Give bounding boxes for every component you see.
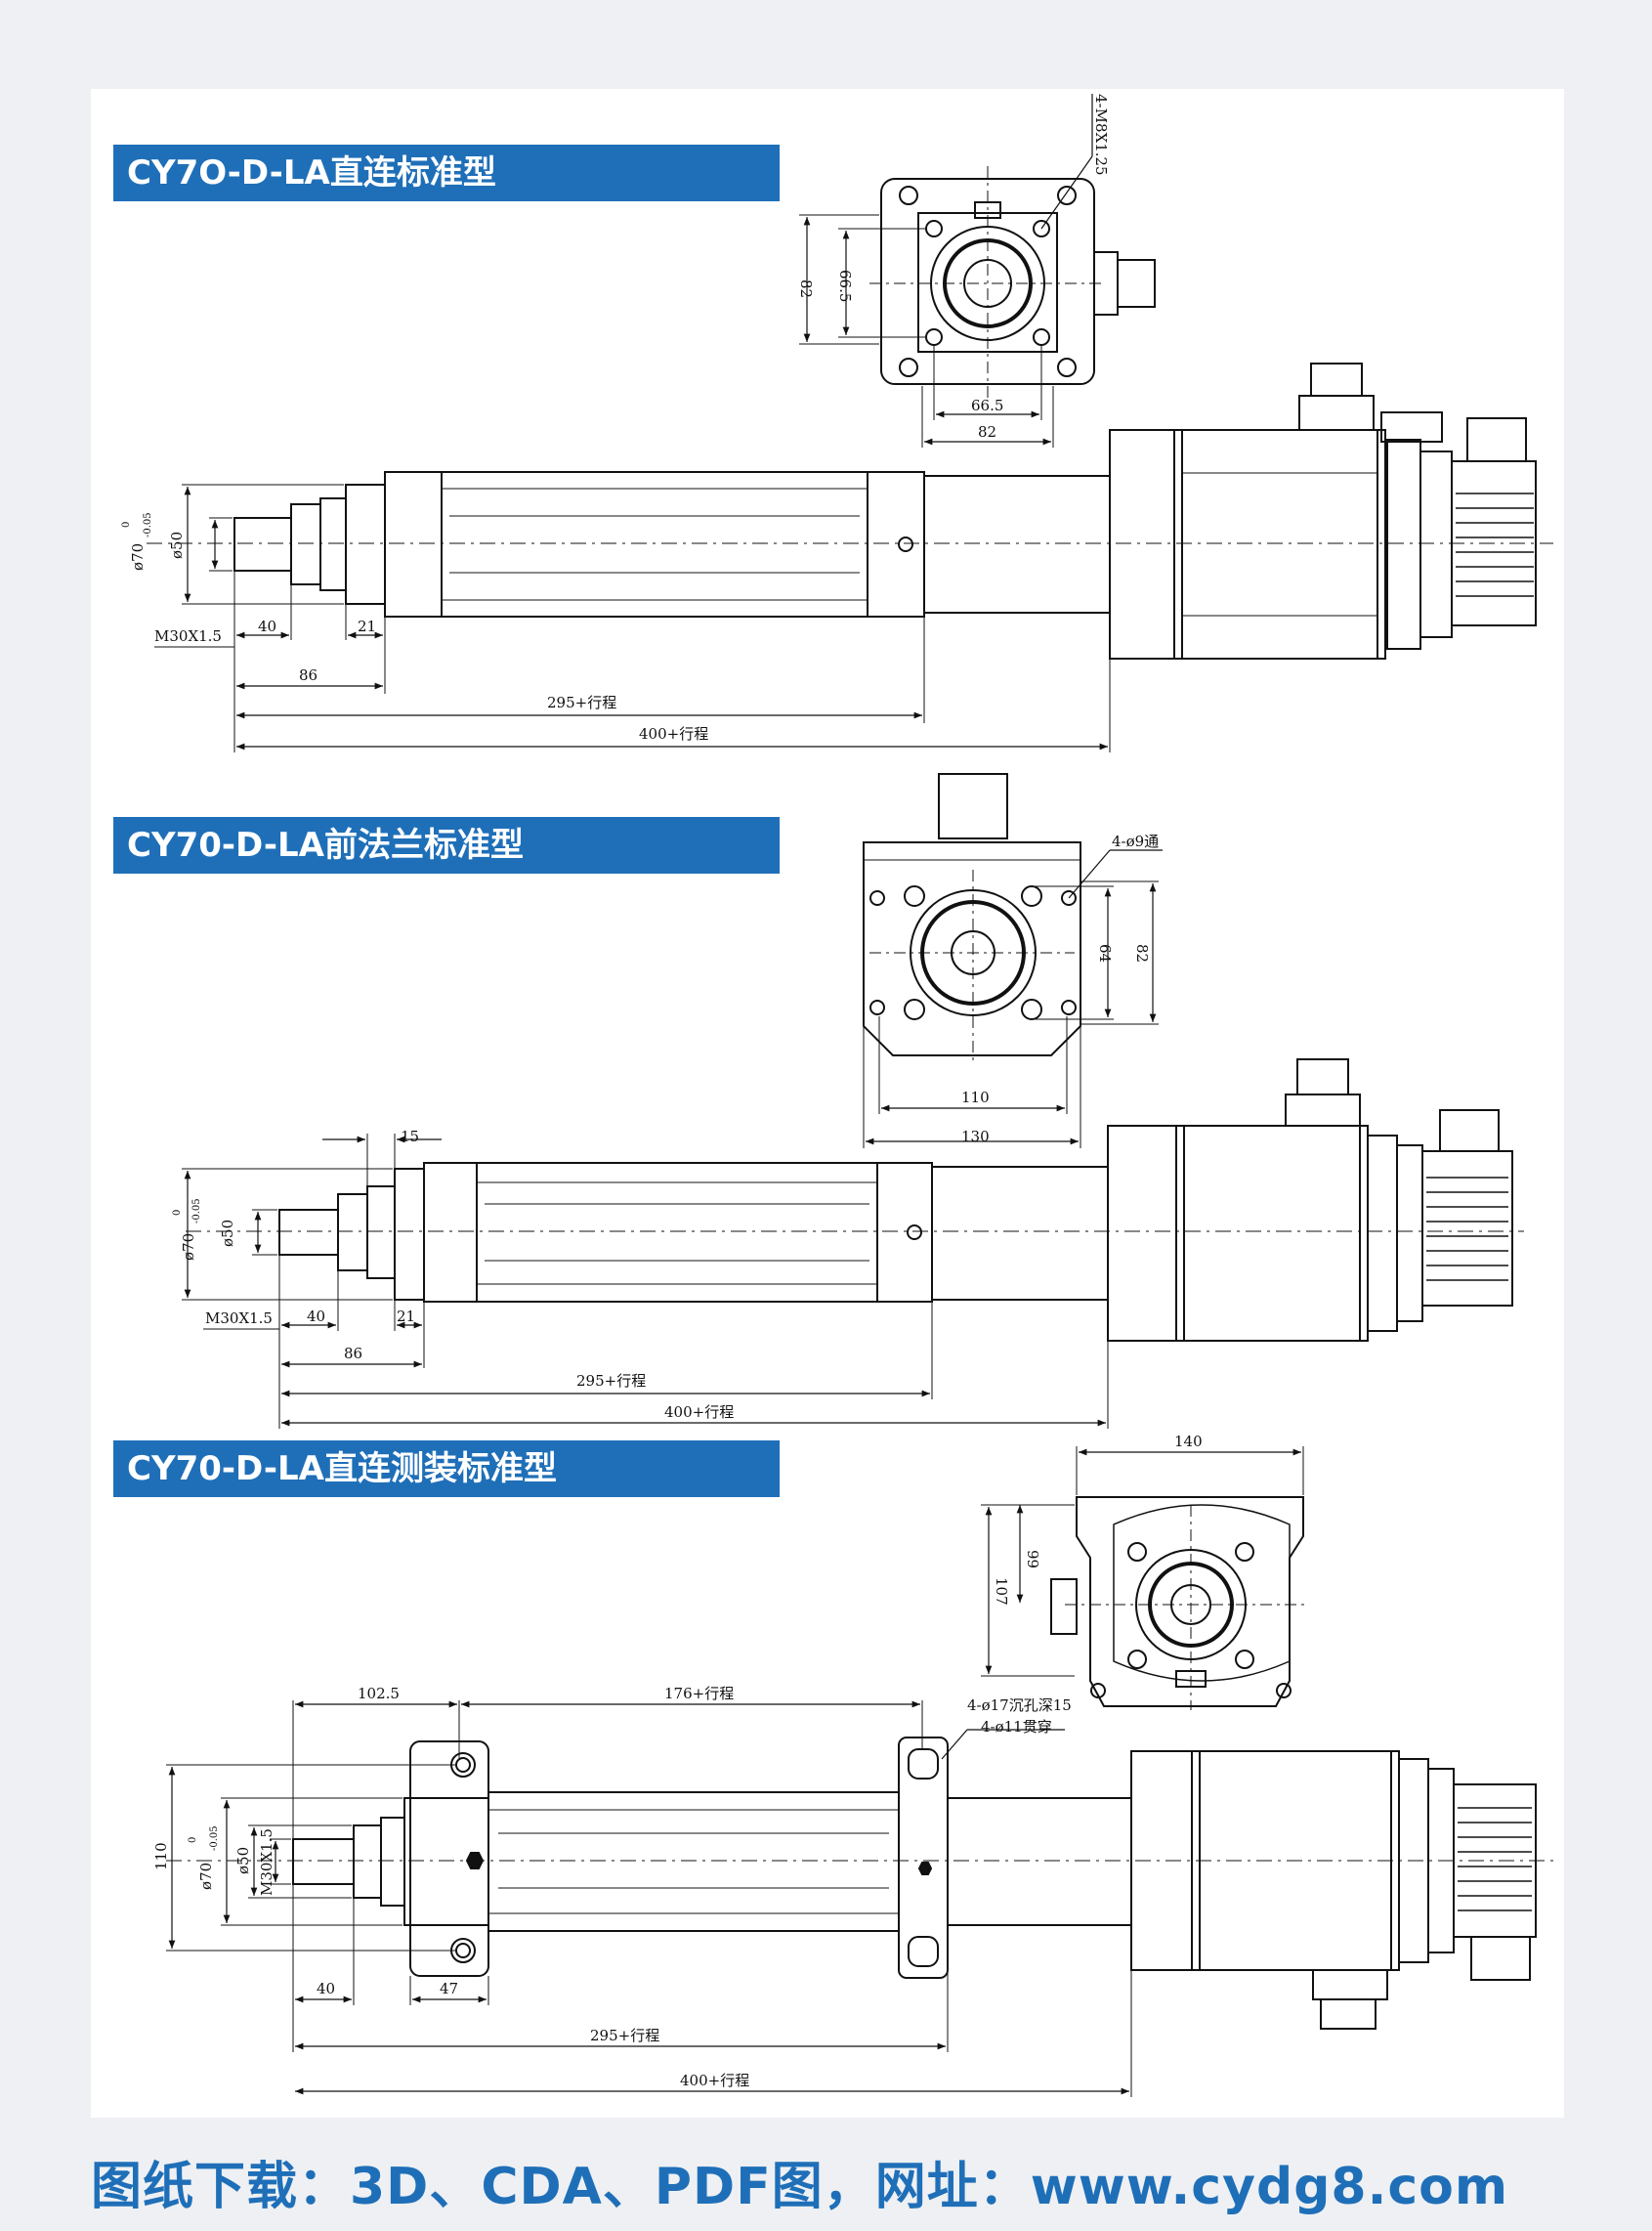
- label-dim-86-1: 86: [299, 666, 318, 684]
- label-dia70-2: ø70: [180, 1233, 197, 1261]
- label-dim-82-vertical-1: 82: [797, 279, 815, 298]
- label-dim-66-5-vertical-1: 66.5: [836, 270, 854, 302]
- label-dim-99-3: 99: [1024, 1550, 1041, 1568]
- label-dim-110-3: 110: [152, 1842, 170, 1870]
- label-dim-82-2: 82: [1133, 944, 1151, 963]
- label-dia70-1: ø70: [129, 543, 147, 571]
- section-title-front-flange: CY70-D-LA前法兰标准型: [113, 817, 780, 874]
- label-dia50-1: ø50: [168, 532, 186, 559]
- label-dim-40-1: 40: [258, 618, 276, 635]
- label-dim-400-1: 400+行程: [639, 725, 708, 743]
- label-dim-295-2: 295+行程: [576, 1372, 646, 1390]
- label-dia50-3: ø50: [234, 1847, 252, 1874]
- side-view-3: [166, 1700, 1553, 2097]
- label-dim-21-1: 21: [358, 618, 376, 635]
- label-tol-upper-3: 0: [188, 1837, 198, 1843]
- label-dia50-2: ø50: [219, 1220, 236, 1247]
- label-dia70-3: ø70: [197, 1863, 215, 1890]
- label-holes-spec-2: 4-ø9通: [1112, 833, 1159, 850]
- label-dim-400-3: 400+行程: [680, 2072, 749, 2089]
- label-dim-400-2: 400+行程: [664, 1403, 734, 1421]
- label-dim-40-3: 40: [317, 1980, 335, 1997]
- side-view-2: [182, 1058, 1524, 1429]
- download-footer: 图纸下载：3D、CDA、PDF图，网址：www.cydg8.com: [91, 2158, 1509, 2216]
- label-tol-lower-1: -0.05: [143, 512, 153, 537]
- label-cbore-spec-3: 4-ø17沉孔深15: [967, 1696, 1072, 1714]
- label-bolt-spec-1: 4-M8X1.25: [1092, 94, 1110, 176]
- label-tol-upper-1: 0: [121, 522, 132, 528]
- label-dim-176-3: 176+行程: [664, 1685, 734, 1702]
- drawing-sheet: [91, 89, 1564, 2118]
- label-dim-82-horizontal-1: 82: [978, 423, 996, 441]
- label-dim-47-3: 47: [440, 1980, 458, 1997]
- label-thread-3: M30X1.5: [258, 1828, 275, 1896]
- label-dim-21-2: 21: [397, 1308, 415, 1325]
- label-dim-102-5-3: 102.5: [358, 1685, 400, 1702]
- label-dim-140-3: 140: [1174, 1433, 1203, 1450]
- label-tol-lower-2: -0.05: [191, 1198, 202, 1223]
- end-view-3: [981, 1446, 1309, 1710]
- section-title-direct: CY7O-D-LA直连标准型: [113, 145, 780, 201]
- label-dim-86-2: 86: [344, 1345, 362, 1362]
- end-view-1: [799, 94, 1156, 448]
- label-dim-130-2: 130: [961, 1128, 990, 1145]
- label-tol-lower-3: -0.05: [209, 1825, 220, 1851]
- section-title-side-mount: CY70-D-LA直连测装标准型: [113, 1440, 780, 1497]
- label-thru-spec-3: 4-ø11贯穿: [981, 1718, 1052, 1736]
- label-dim-295-1: 295+行程: [547, 694, 616, 711]
- side-view-1: [147, 363, 1553, 752]
- label-dim-110-2: 110: [961, 1089, 990, 1106]
- label-thread-2: M30X1.5: [205, 1309, 273, 1327]
- label-dim-15-2: 15: [401, 1128, 419, 1145]
- label-tol-upper-2: 0: [172, 1210, 183, 1216]
- label-dim-66-5-horizontal-1: 66.5: [971, 397, 1003, 414]
- end-view-2: [863, 773, 1163, 1148]
- label-dim-64-2: 64: [1096, 944, 1114, 963]
- label-thread-1: M30X1.5: [154, 627, 222, 645]
- label-dim-107-3: 107: [993, 1577, 1010, 1606]
- label-dim-295-3: 295+行程: [590, 2027, 659, 2044]
- label-dim-40-2: 40: [307, 1308, 325, 1325]
